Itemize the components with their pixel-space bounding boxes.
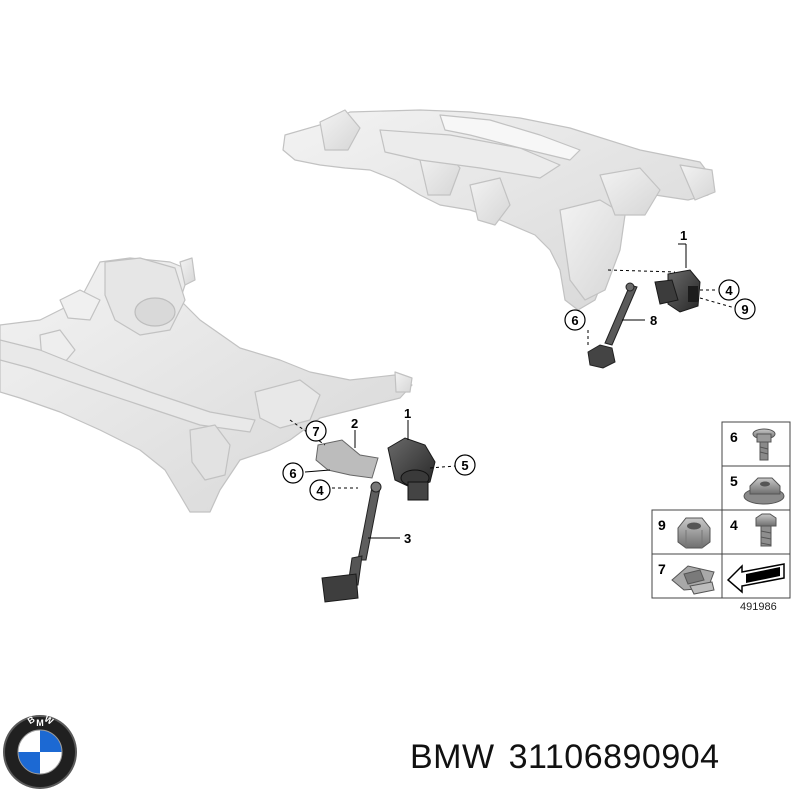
callout-label: 6	[289, 466, 296, 481]
callout-5-front: 5	[454, 454, 476, 476]
callout-label: 1	[404, 406, 411, 421]
callout-label: 2	[351, 416, 358, 431]
callout-1-rear: 1	[680, 228, 687, 243]
callout-6-rear: 6	[564, 309, 586, 331]
hex-bolt-icon	[755, 513, 777, 547]
rear-link-rod	[587, 282, 638, 369]
callout-7-front: 7	[305, 420, 327, 442]
flange-nut-icon	[743, 477, 785, 505]
callout-4-front: 4	[309, 479, 331, 501]
callout-4-rear: 4	[718, 279, 740, 301]
callout-label: 4	[725, 283, 733, 298]
callout-label: 4	[316, 483, 324, 498]
callout-label: 3	[404, 531, 411, 546]
callout-8-rear: 8	[650, 313, 657, 328]
callout-label: 7	[312, 424, 319, 439]
callout-label: 6	[571, 313, 578, 328]
clip-icon	[671, 565, 715, 595]
legend-number: 7	[658, 561, 666, 577]
callout-2-front: 2	[351, 416, 358, 431]
legend-number: 6	[730, 429, 738, 445]
callout-3-front: 3	[404, 531, 411, 546]
legend-cell-5: 5	[730, 473, 785, 505]
callout-1-front: 1	[404, 406, 411, 421]
rear-height-sensor	[654, 269, 701, 313]
callout-label: 9	[741, 302, 748, 317]
legend-cell-9: 9	[658, 517, 711, 549]
front-bracket	[315, 439, 379, 479]
legend-number: 5	[730, 473, 738, 489]
callout-6-front: 6	[282, 462, 304, 484]
hex-nut-icon	[677, 517, 711, 549]
svg-text:M: M	[36, 718, 44, 728]
reference-number: 491986	[740, 601, 777, 613]
legend-number: 9	[658, 517, 666, 533]
leader-lines	[289, 243, 736, 539]
front-link-rod	[321, 481, 382, 603]
brand-name: BMW	[410, 738, 495, 776]
part-number: 31106890904	[508, 738, 720, 776]
callout-label: 5	[461, 458, 468, 473]
callout-9-rear: 9	[734, 298, 756, 320]
svg-text:B: B	[26, 714, 37, 726]
direction-arrow-icon	[726, 563, 785, 594]
front-height-sensor	[387, 437, 436, 501]
legend-number: 4	[730, 517, 738, 533]
fastener-legend: 6 5 9	[651, 421, 791, 613]
legend-cell-4: 4	[730, 513, 777, 547]
legend-cell-6: 6	[730, 428, 776, 461]
part-caption: BMW 31106890904	[410, 738, 734, 777]
flange-bolt-icon	[752, 428, 776, 461]
bmw-logo: B M W	[3, 714, 77, 789]
legend-cell-7: 7	[658, 561, 715, 595]
callout-label: 8	[650, 313, 657, 328]
rear-subframe	[282, 109, 716, 311]
callout-label: 1	[680, 228, 687, 243]
legend-cell-arrow	[726, 563, 785, 594]
front-subframe	[0, 257, 413, 513]
